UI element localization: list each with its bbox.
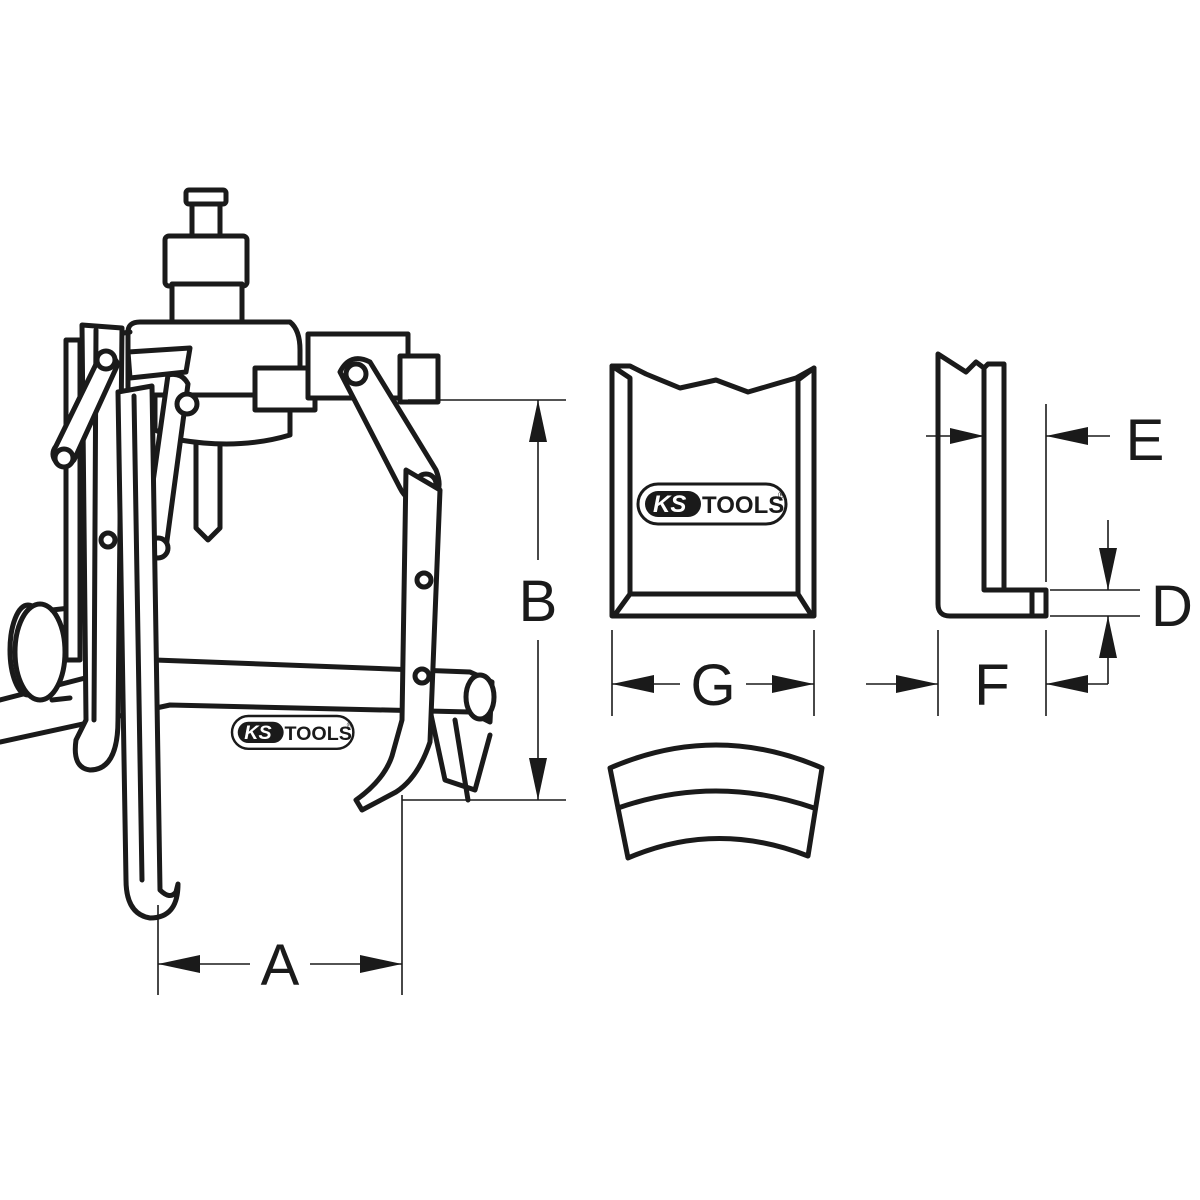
logo-registered-mark: ® xyxy=(347,720,353,729)
dimension-f: F xyxy=(866,630,1108,718)
jaw-logo-ks-text: KS xyxy=(653,491,686,518)
front-left-jaw xyxy=(115,383,181,921)
spindle xyxy=(162,187,250,543)
dimension-f-label: F xyxy=(974,653,1009,718)
logo-ks-text: KS xyxy=(244,722,271,744)
jaw-top-view xyxy=(607,742,825,861)
jaw-side-view xyxy=(935,351,1049,619)
dimension-a-label: A xyxy=(261,933,300,998)
jaw-logo-tools-text: TOOLS xyxy=(702,492,784,519)
dimension-a: A xyxy=(157,795,403,998)
logo-tools-text: TOOLS xyxy=(284,723,351,745)
right-jaw xyxy=(353,467,443,813)
dimension-g: G xyxy=(611,630,815,718)
dimension-d: D xyxy=(1050,520,1193,684)
jaw-logo-registered-mark: ® xyxy=(778,490,785,500)
dimension-g-label: G xyxy=(690,653,735,718)
dimension-d-label: D xyxy=(1151,574,1193,639)
jaw-front-view: KS TOOLS ® xyxy=(609,363,817,619)
bar-logo: KS TOOLS ® xyxy=(230,714,355,751)
jaw-logo: KS TOOLS ® xyxy=(636,482,788,526)
dimension-b: B xyxy=(402,399,566,801)
puller-illustration: KS TOOLS ® xyxy=(0,187,497,921)
dimension-b-label: B xyxy=(519,569,558,634)
dimension-e: E xyxy=(926,404,1164,582)
dimension-e-label: E xyxy=(1126,408,1165,473)
